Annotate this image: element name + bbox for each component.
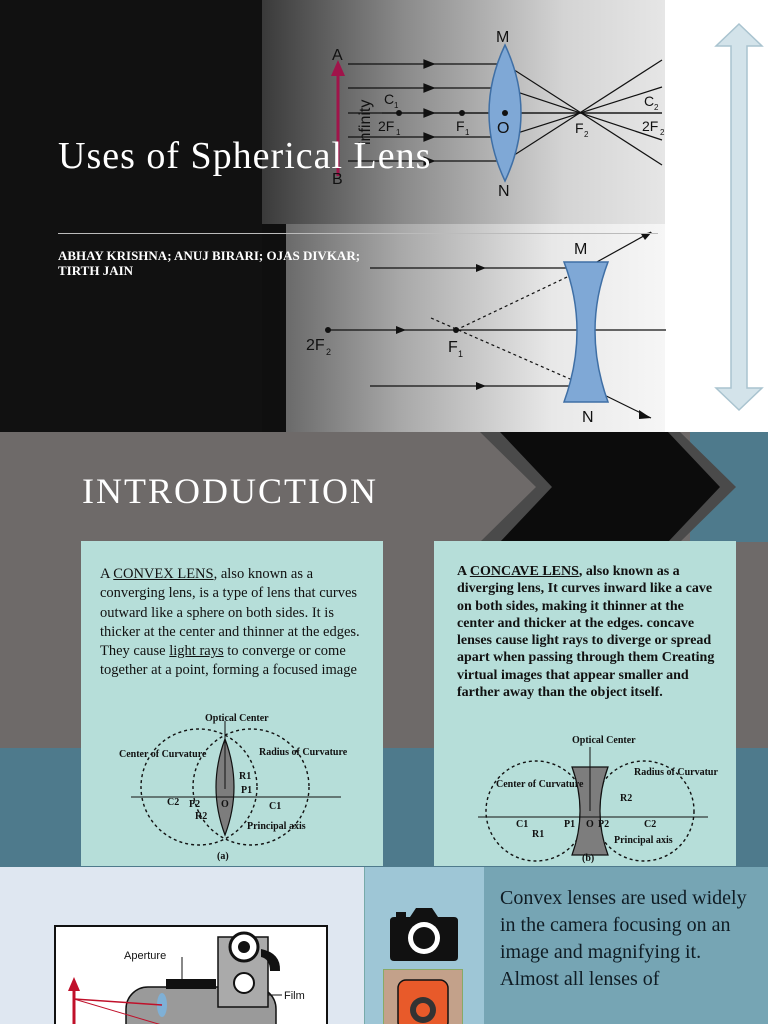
label-2F2-concave: 2F [306,337,325,354]
introduction-heading: INTRODUCTION [82,471,378,511]
authors: ABHAY KRISHNA; ANUJ BIRARI; OJAS DIVKAR;… [58,248,361,278]
svg-text:Center of Curvature: Center of Curvature [119,749,207,760]
svg-text:R1: R1 [239,771,251,782]
convex-lens-ray-diagram: A B M N infinity C 1 2F 1 F 1 O F 2 C 2 … [331,29,665,200]
label-F1: F [456,118,465,134]
svg-text:1: 1 [458,349,463,359]
svg-text:1: 1 [394,101,399,110]
label-infinity: infinity [357,100,374,145]
label-O: O [497,120,509,137]
white-side-panel [665,0,768,432]
svg-text:C2: C2 [644,819,656,830]
slide-title: A B M N infinity C 1 2F 1 F 1 O F 2 C 2 … [0,0,768,432]
convex-lens-curvature-diagram: Optical Center Center of Curvature Radiu… [119,713,348,862]
svg-text:(a): (a) [217,851,229,862]
label-C2: C [644,93,654,109]
slide-camera-use: Aperture Film Convex lenses are used wid… [0,867,768,1024]
svg-text:Optical Center: Optical Center [572,735,636,746]
svg-text:2: 2 [584,130,589,139]
camera-icon [390,908,458,961]
label-F1-concave: F [448,339,458,356]
label-C1: C [384,91,394,107]
convex-lens-card: A CONVEX LENS, also known as a convergin… [81,541,383,866]
concave-lens-curvature-diagram: Optical Center Center of Curvature Radiu… [478,735,718,864]
label-F2: F [575,120,584,136]
svg-text:Radius of Curvature: Radius of Curvature [259,747,348,758]
label-A: A [332,47,343,64]
camera-app-icon [383,969,463,1024]
aperture-label: Aperture [124,950,166,962]
concave-lens-ray-diagram: M N 2F 2 F 1 [306,231,666,426]
label-N: N [498,183,510,200]
concave-lens-description: A CONCAVE LENS, also known as a divergin… [457,564,715,701]
label-M: M [496,29,509,46]
svg-text:P1: P1 [564,819,575,830]
double-arrow-icon [714,22,764,412]
svg-text:O: O [586,819,594,830]
light-rays-link[interactable]: light rays [169,643,224,660]
slide-title-heading: Uses of Spherical Lens [58,135,432,177]
svg-text:P2: P2 [598,819,609,830]
camera-diagram: Aperture Film [54,925,328,1024]
chevron-decoration [480,432,768,542]
svg-text:2: 2 [326,347,331,357]
svg-text:P2: P2 [189,799,200,810]
dark-panel [0,0,262,432]
svg-text:O: O [221,799,229,810]
label-2F1: 2F [378,118,394,134]
svg-text:C1: C1 [516,819,528,830]
svg-text:R2: R2 [620,793,632,804]
slide-introduction: INTRODUCTION A CONVEX LENS, also known a… [0,432,768,867]
svg-text:1: 1 [396,128,401,137]
svg-text:Principal axis: Principal axis [247,821,306,832]
svg-text:1: 1 [465,128,470,137]
svg-text:P1: P1 [241,785,252,796]
label-M2: M [574,241,587,258]
svg-text:2: 2 [660,128,665,137]
convex-lens-description: A CONVEX LENS, also known as a convergin… [100,566,360,679]
svg-text:C2: C2 [167,797,179,808]
title-divider [58,233,658,234]
camera-use-description: Convex lenses are used widely in the cam… [500,887,747,990]
label-2F2: 2F [642,118,658,134]
text-column [484,867,768,1024]
label-N2: N [582,409,594,426]
camera-cross-section: Aperture Film [68,931,305,1024]
svg-text:Principal axis: Principal axis [614,835,673,846]
svg-text:R1: R1 [532,829,544,840]
svg-text:Radius of Curvature: Radius of Curvature [634,767,718,778]
svg-text:2: 2 [654,103,659,112]
label-B: B [332,171,343,188]
concave-lens-term: CONCAVE LENS [469,564,579,579]
svg-text:(b): (b) [582,853,594,864]
svg-text:Optical Center: Optical Center [205,713,269,724]
svg-text:Center of Curvature: Center of Curvature [496,779,584,790]
svg-text:R2: R2 [195,811,207,822]
svg-text:C1: C1 [269,801,281,812]
concave-lens-card: A CONCAVE LENS, also known as a divergin… [434,541,736,866]
convex-lens-term: CONVEX LENS [113,566,214,582]
film-label: Film [284,990,305,1002]
